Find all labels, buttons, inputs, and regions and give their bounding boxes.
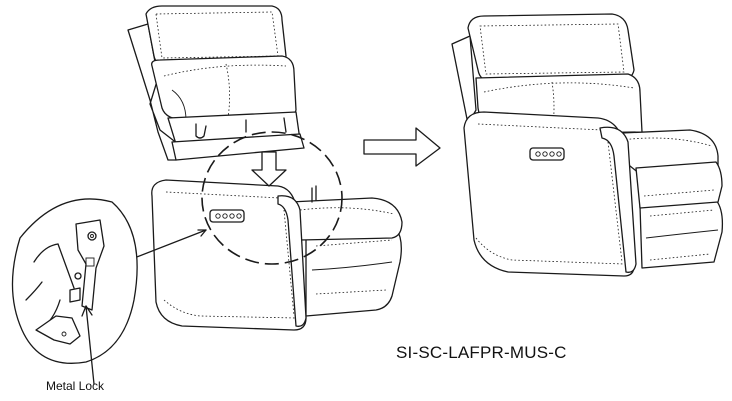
direction-arrow bbox=[363, 127, 441, 167]
model-code-label: SI-SC-LAFPR-MUS-C bbox=[396, 343, 567, 362]
power-button-panel-assembled bbox=[529, 147, 565, 161]
power-button-panel bbox=[209, 209, 245, 223]
magnifier-circle bbox=[201, 131, 343, 265]
metal-lock-detail bbox=[11, 198, 138, 364]
down-arrow bbox=[251, 151, 287, 187]
metal-lock-label: Metal Lock bbox=[46, 379, 105, 393]
backrest-section bbox=[127, 5, 305, 161]
seat-section bbox=[151, 179, 403, 331]
assembled-recliner bbox=[451, 13, 724, 277]
